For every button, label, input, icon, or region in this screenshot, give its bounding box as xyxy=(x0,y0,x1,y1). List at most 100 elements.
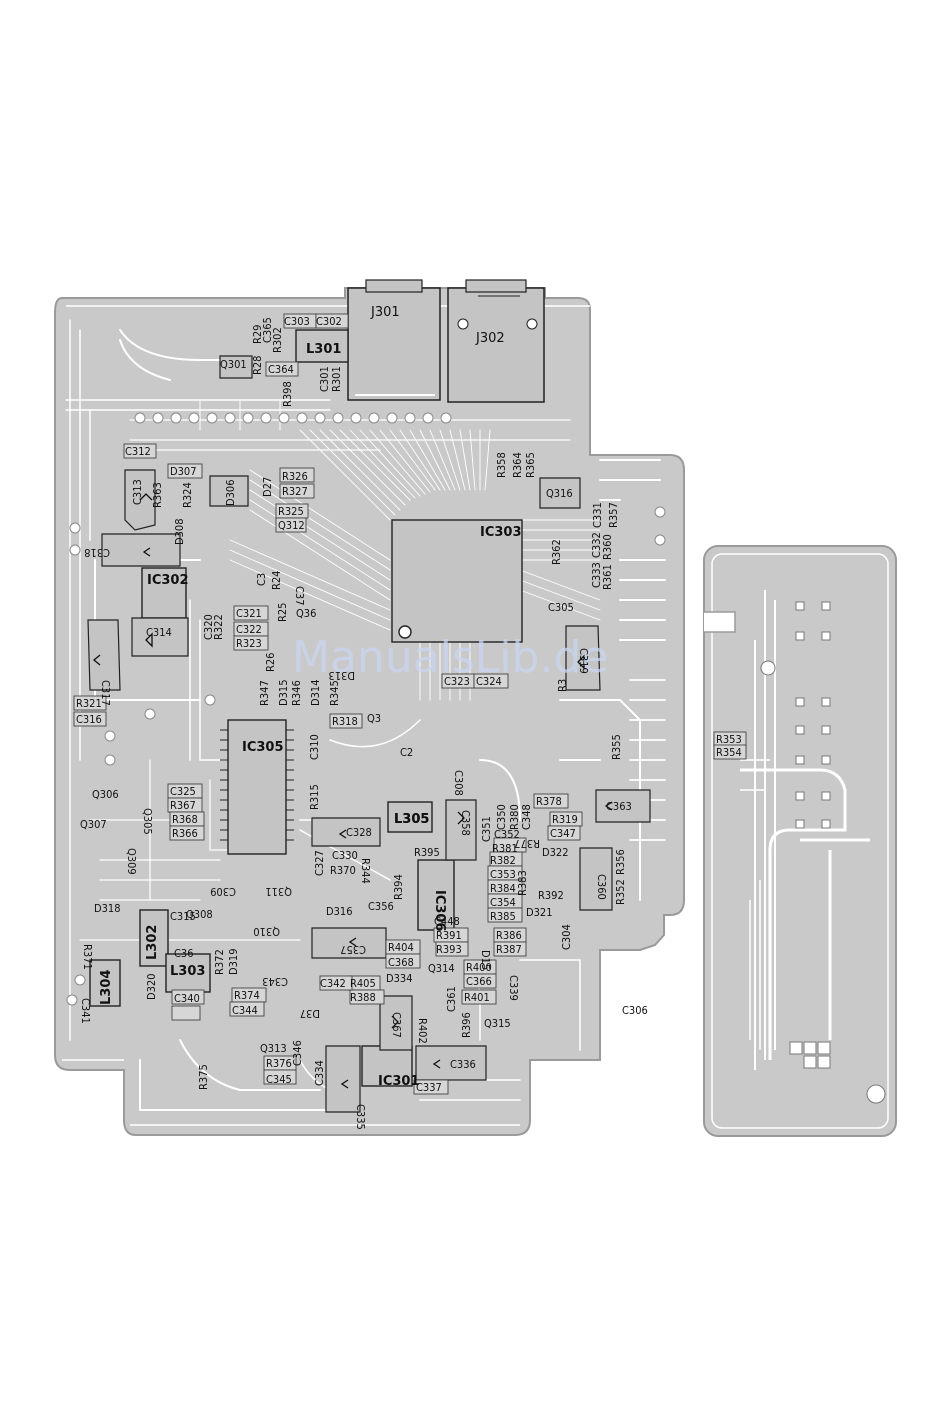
label-r382: R382 xyxy=(490,854,516,867)
label-q301: Q301 xyxy=(220,358,247,371)
label-c345: C345 xyxy=(266,1073,292,1086)
label-q307: Q307 xyxy=(80,818,107,831)
label-r29: R29 xyxy=(251,325,264,344)
label-q315: Q315 xyxy=(484,1017,511,1030)
label-r302: R302 xyxy=(271,327,284,353)
label-r319: R319 xyxy=(552,813,578,826)
label-c322: C322 xyxy=(236,623,262,636)
label-r388: R388 xyxy=(350,991,376,1004)
label-c363: C363 xyxy=(606,800,632,813)
connector-j302: J302 xyxy=(447,279,545,403)
label-r357: R357 xyxy=(607,502,620,528)
label-c366: C366 xyxy=(466,975,492,988)
label-r321: R321 xyxy=(76,697,102,710)
label-c346: C346 xyxy=(291,1040,304,1066)
label-r364: R364 xyxy=(511,452,524,478)
label-c323: C323 xyxy=(444,675,470,688)
label-c335: C335 xyxy=(354,1104,367,1130)
label-r355: R355 xyxy=(610,734,623,760)
label-r376: R376 xyxy=(266,1057,292,1070)
label-c324: C324 xyxy=(476,675,502,688)
label-r396: R396 xyxy=(460,1012,473,1038)
label-r402: R402 xyxy=(416,1018,429,1044)
label-q309: Q309 xyxy=(125,848,138,875)
label-q314: Q314 xyxy=(428,962,455,975)
label-q308: Q308 xyxy=(186,908,213,921)
label-r398: R398 xyxy=(281,381,294,407)
label-r326: R326 xyxy=(282,470,308,483)
label-r378: R378 xyxy=(536,795,562,808)
label-d316: D316 xyxy=(326,905,353,918)
label-r352: R352 xyxy=(614,879,627,905)
label-d315: D315 xyxy=(277,679,290,706)
label-r25: R25 xyxy=(276,603,289,622)
polarity-marks xyxy=(92,493,613,1089)
component-outlines xyxy=(87,355,651,1113)
label-r392: R392 xyxy=(538,889,564,902)
label-c340: C340 xyxy=(174,992,200,1005)
label-r405: R405 xyxy=(350,977,376,990)
label-r380: R380 xyxy=(508,804,521,830)
label-c36: C36 xyxy=(174,947,194,960)
label-d306: D306 xyxy=(224,479,237,506)
label-r365: R365 xyxy=(524,452,537,478)
label-r356: R356 xyxy=(614,849,627,875)
label-c332: C332 xyxy=(590,532,603,558)
label-q36: Q36 xyxy=(296,607,316,620)
label-r368: R368 xyxy=(172,813,198,826)
label-l302: L302 xyxy=(145,925,160,960)
label-c350: C350 xyxy=(495,804,508,830)
label-c306: C306 xyxy=(622,1004,648,1017)
label-r383: R383 xyxy=(516,870,529,896)
label-c348: C348 xyxy=(520,804,533,830)
label-r347: R347 xyxy=(258,680,271,706)
label-d15: D15 xyxy=(479,950,492,970)
label-l301: L301 xyxy=(306,342,341,357)
label-r318: R318 xyxy=(332,715,358,728)
label-r358: R358 xyxy=(495,452,508,478)
label-c330: C330 xyxy=(332,849,358,862)
label-r375: R375 xyxy=(197,1064,210,1090)
label-ic302: IC302 xyxy=(147,573,189,588)
label-c305: C305 xyxy=(548,601,574,614)
connector-j301: J301 xyxy=(347,279,441,401)
label-d308: D308 xyxy=(173,518,186,545)
label-d320: D320 xyxy=(145,973,158,1000)
label-r344: R344 xyxy=(359,858,372,884)
label-r385: R385 xyxy=(490,910,516,923)
label-c321: C321 xyxy=(236,607,262,620)
label-c337: C337 xyxy=(416,1081,442,1094)
label-c312: C312 xyxy=(125,445,151,458)
label-r3: R3 xyxy=(556,679,569,692)
label-r327: R327 xyxy=(282,485,308,498)
label-r395: R395 xyxy=(414,846,440,859)
label-r301: R301 xyxy=(330,366,343,392)
label-c360: C360 xyxy=(595,874,608,900)
label-d307: D307 xyxy=(170,465,197,478)
label-boxes xyxy=(73,313,747,1095)
label-r360: R360 xyxy=(601,534,614,560)
label-c339: C339 xyxy=(507,975,520,1001)
label-r381: R381 xyxy=(492,842,518,855)
label-r404: R404 xyxy=(388,941,414,954)
label-q311: Q311 xyxy=(265,885,292,898)
label-r354: R354 xyxy=(716,746,742,759)
label-r370: R370 xyxy=(330,864,356,877)
label-d319: D319 xyxy=(227,948,240,975)
label-l304: L304 xyxy=(99,970,114,1005)
label-c319: C319 xyxy=(577,648,590,674)
label-r366: R366 xyxy=(172,827,198,840)
label-c336: C336 xyxy=(450,1058,476,1071)
pads xyxy=(66,412,666,1006)
label-c334: C334 xyxy=(313,1060,326,1086)
label-r315: R315 xyxy=(308,784,321,810)
label-r371: R371 xyxy=(81,944,94,970)
label-r353: R353 xyxy=(716,733,742,746)
label-c448: C448 xyxy=(434,915,460,928)
label-ic301: IC301 xyxy=(378,1074,420,1089)
label-r324: R324 xyxy=(181,482,194,508)
label-r387: R387 xyxy=(496,943,522,956)
label-r361: R361 xyxy=(601,564,614,590)
